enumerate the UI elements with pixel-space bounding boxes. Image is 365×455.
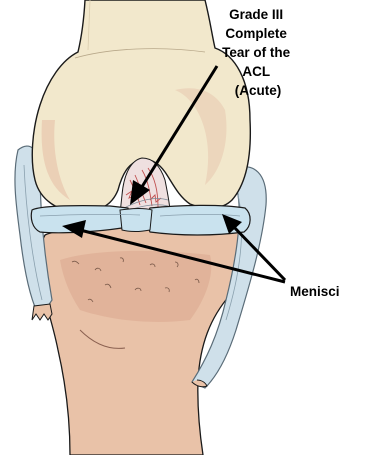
menisci (31, 205, 250, 235)
acl-label-line-3: Tear of the (222, 45, 290, 60)
acl-label-line-1: Grade III (229, 7, 283, 22)
meniscus-connector (120, 209, 152, 232)
acl-label-line-5: (Acute) (235, 83, 282, 98)
acl-label-line-4: ACL (242, 64, 270, 79)
menisci-label: Menisci (290, 284, 340, 299)
acl-label-line-2: Complete (225, 26, 287, 41)
